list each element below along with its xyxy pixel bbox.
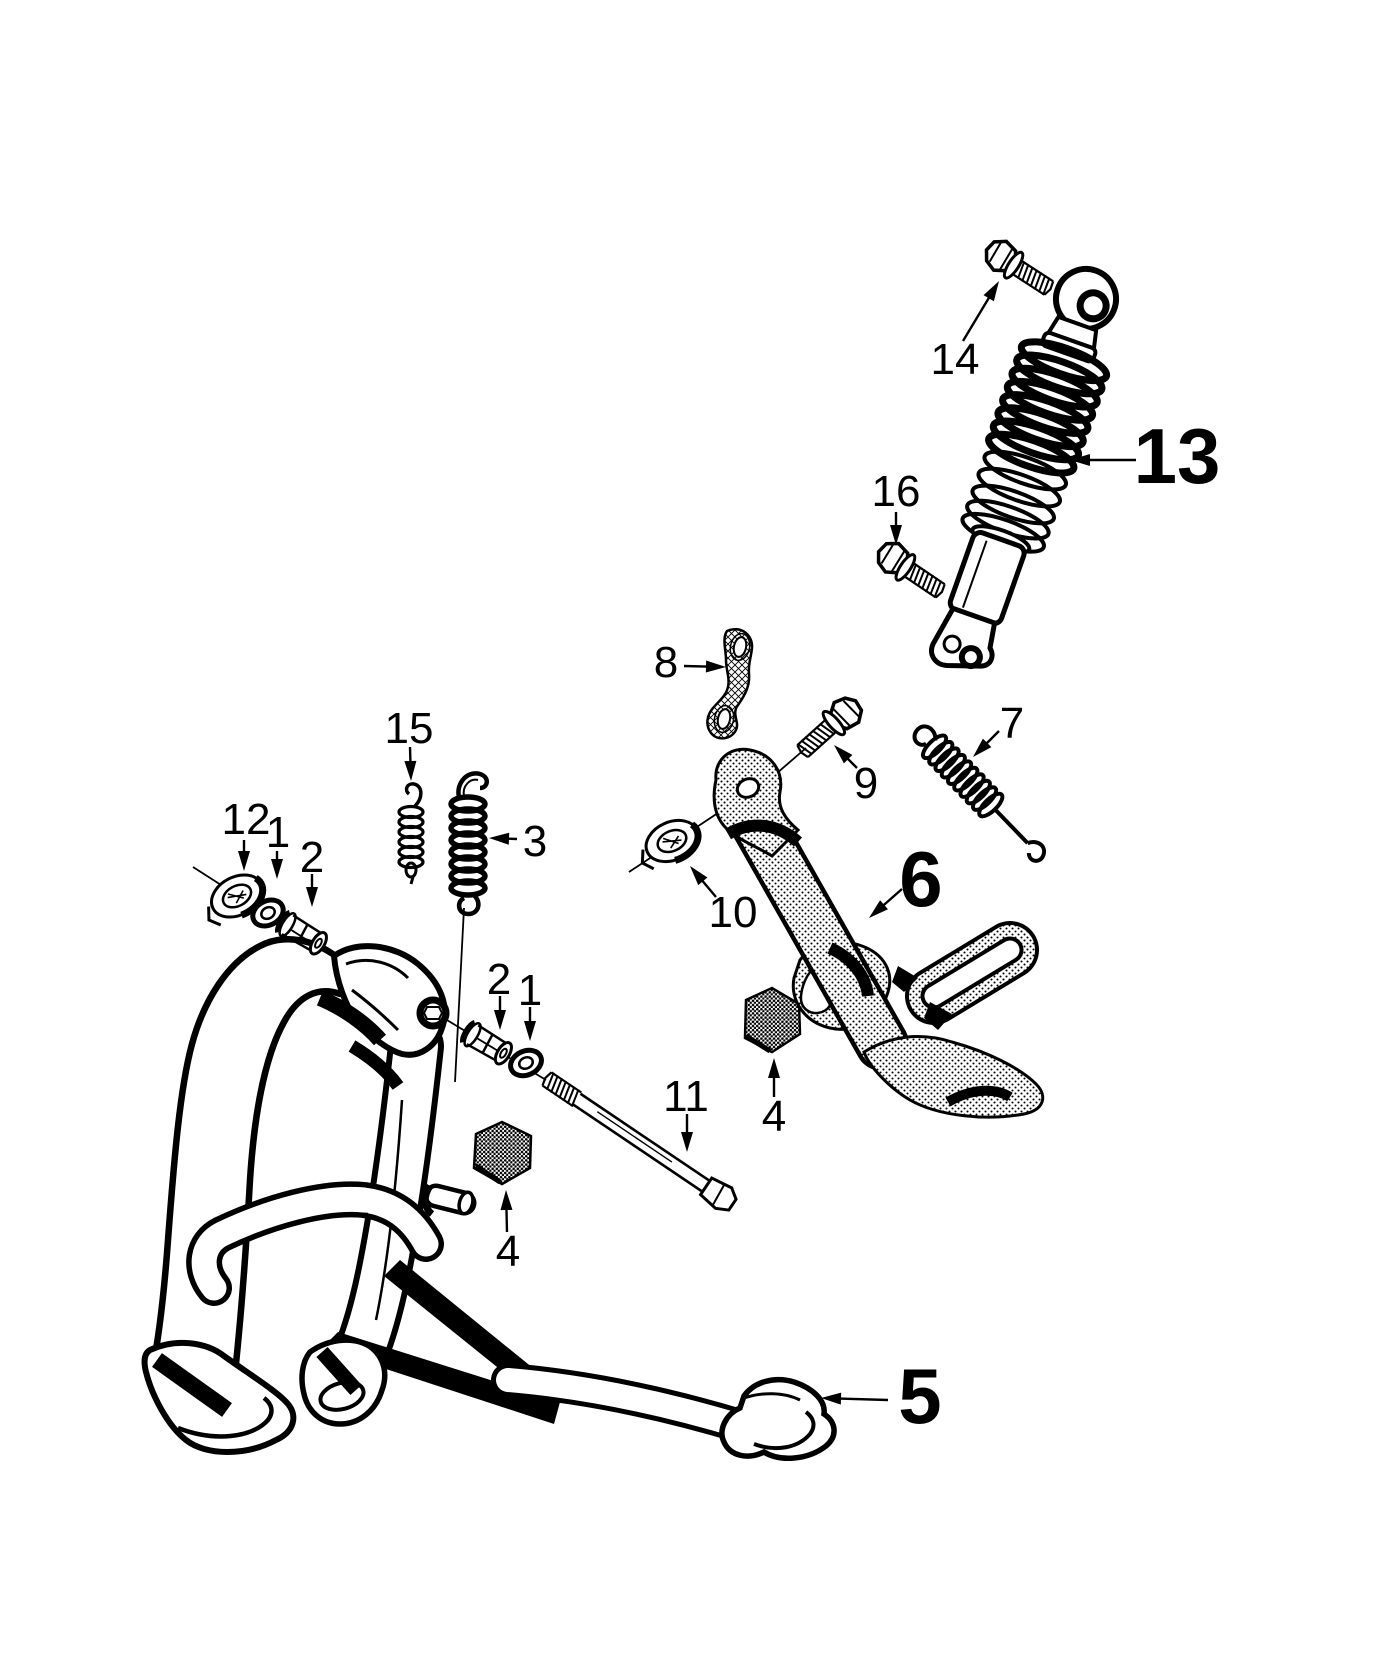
callout-arrowhead-spacer-left: [306, 887, 318, 907]
callout-label-rubber-stop-center-stand: 4: [496, 1227, 520, 1276]
callout-arrowhead-side-stand-bolt: [834, 745, 853, 764]
callout-label-center-stand-spring-large: 3: [523, 817, 547, 866]
callout-label-center-stand-pivot-bolt: 11: [663, 1072, 709, 1121]
center-stand-pivot-bolt-11: [541, 1071, 738, 1212]
rear-shock-absorber: [929, 266, 1119, 670]
callout-label-washer-right: 1: [518, 966, 542, 1015]
callout-arrow-center-stand: [834, 1397, 889, 1402]
callout-label-flange-nut: 10: [709, 888, 758, 937]
callout-label-center-stand: 5: [898, 1352, 941, 1440]
callout-arrowhead-link-plate: [705, 660, 726, 673]
callout-label-spacer-right: 2: [487, 955, 511, 1004]
side-stand-spring-7: [912, 724, 1046, 863]
callout-arrowhead-flange-nut: [690, 866, 708, 886]
center-stand: [141, 936, 837, 1461]
callout-arrowhead-center-stand-spring-large: [489, 832, 510, 845]
callout-arrowhead-side-stand: [869, 900, 888, 918]
callout-arrowhead-washer-right: [524, 1021, 536, 1041]
callout-arrowhead-side-stand-spring: [973, 738, 992, 757]
callout-label-side-stand-bolt: 9: [854, 759, 878, 808]
callout-label-shock-lower-bolt: 16: [872, 467, 921, 516]
callout-arrowhead-rubber-stop-center-stand: [500, 1190, 513, 1211]
callout-label-shock-upper-bolt: 14: [931, 335, 980, 384]
callout-arrowhead-pivot-nut: [238, 851, 250, 871]
callout-label-washer-left: 1: [266, 808, 290, 857]
center-stand-spring-small-15: [397, 782, 425, 885]
callout-arrow-shock-upper-bolt: [961, 292, 993, 342]
callout-arrowhead-rubber-stop-side-stand: [768, 1058, 780, 1078]
center-stand-spring-large-3: [448, 771, 489, 917]
callout-arrowhead-shock-upper-bolt: [983, 281, 999, 302]
callout-label-rubber-stop-side-stand: 4: [762, 1092, 786, 1141]
callout-label-pivot-nut: 12: [222, 795, 271, 844]
callout-label-rear-shock-absorber: 13: [1134, 412, 1221, 500]
callout-arrowhead-center-stand-spring-small: [404, 760, 417, 781]
rubber-stop-center-stand: [472, 1120, 533, 1186]
callout-label-link-plate: 8: [654, 638, 678, 687]
link-plate-8: [706, 628, 754, 740]
callout-label-side-stand-spring: 7: [1000, 699, 1024, 748]
callout-arrowhead-center-stand: [821, 1392, 842, 1405]
callout-label-spacer-left: 2: [300, 833, 324, 882]
callout-arrowhead-shock-lower-bolt: [890, 525, 902, 545]
callout-arrowhead-spacer-right: [494, 1010, 506, 1030]
side-stand: [712, 747, 1045, 1119]
rubber-stop-side-stand: [743, 986, 802, 1054]
callout-arrowhead-center-stand-pivot-bolt: [681, 1132, 693, 1152]
callout-label-side-stand: 6: [899, 835, 942, 923]
callout-arrowhead-washer-left: [271, 859, 283, 879]
callout-label-center-stand-spring-small: 15: [385, 704, 434, 753]
callout-arrowhead-rear-shock-absorber: [1070, 454, 1090, 466]
